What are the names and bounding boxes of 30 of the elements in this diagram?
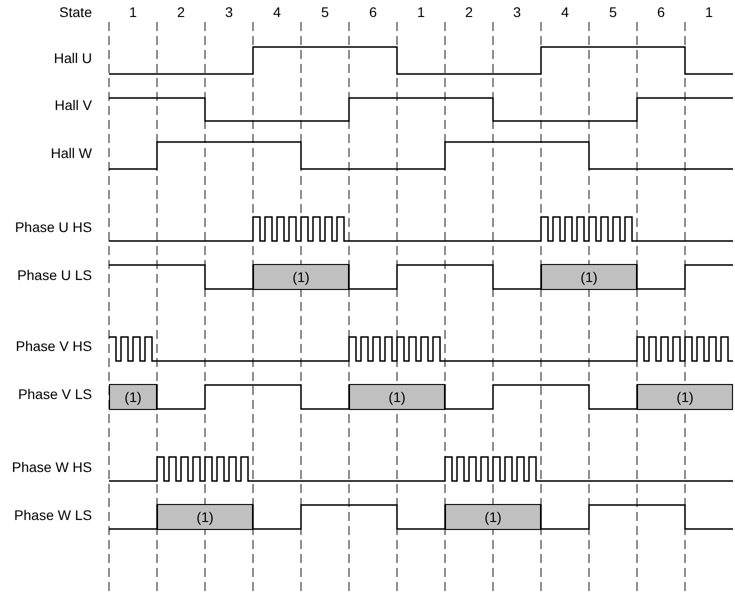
state-number: 1 (129, 4, 137, 20)
state-number: 6 (657, 4, 665, 20)
state-number: 4 (273, 4, 281, 20)
state-number: 2 (465, 4, 473, 20)
pwm-period-box: (1) (541, 264, 637, 290)
signal-name: Hall V (54, 97, 92, 113)
state-number: 5 (609, 4, 617, 20)
pwm-period-box: (1) (253, 264, 349, 290)
signal-name: Phase U LS (17, 267, 92, 283)
state-number: 2 (177, 4, 185, 20)
signal-name: Hall W (50, 145, 92, 161)
signal-name: Phase V HS (16, 338, 92, 354)
pwm-period-box: (1) (157, 504, 253, 530)
pwm-period-box: (1) (349, 384, 445, 410)
pwm-period-box: (1) (109, 384, 157, 410)
state-number: 5 (321, 4, 329, 20)
signal-name: Hall U (54, 50, 92, 66)
axis-title: State (59, 4, 92, 20)
state-number: 1 (417, 4, 425, 20)
pwm-period-box: (1) (445, 504, 541, 530)
state-number: 3 (225, 4, 233, 20)
signal-name: Phase W HS (12, 459, 92, 475)
state-number: 1 (705, 4, 713, 20)
state-number: 3 (513, 4, 521, 20)
signal-name: Phase V LS (18, 386, 92, 402)
state-number: 6 (369, 4, 377, 20)
signal-name: Phase W LS (14, 507, 92, 523)
signal-name: Phase U HS (14, 219, 92, 235)
state-number: 4 (561, 4, 569, 20)
pwm-period-box: (1) (637, 384, 733, 410)
